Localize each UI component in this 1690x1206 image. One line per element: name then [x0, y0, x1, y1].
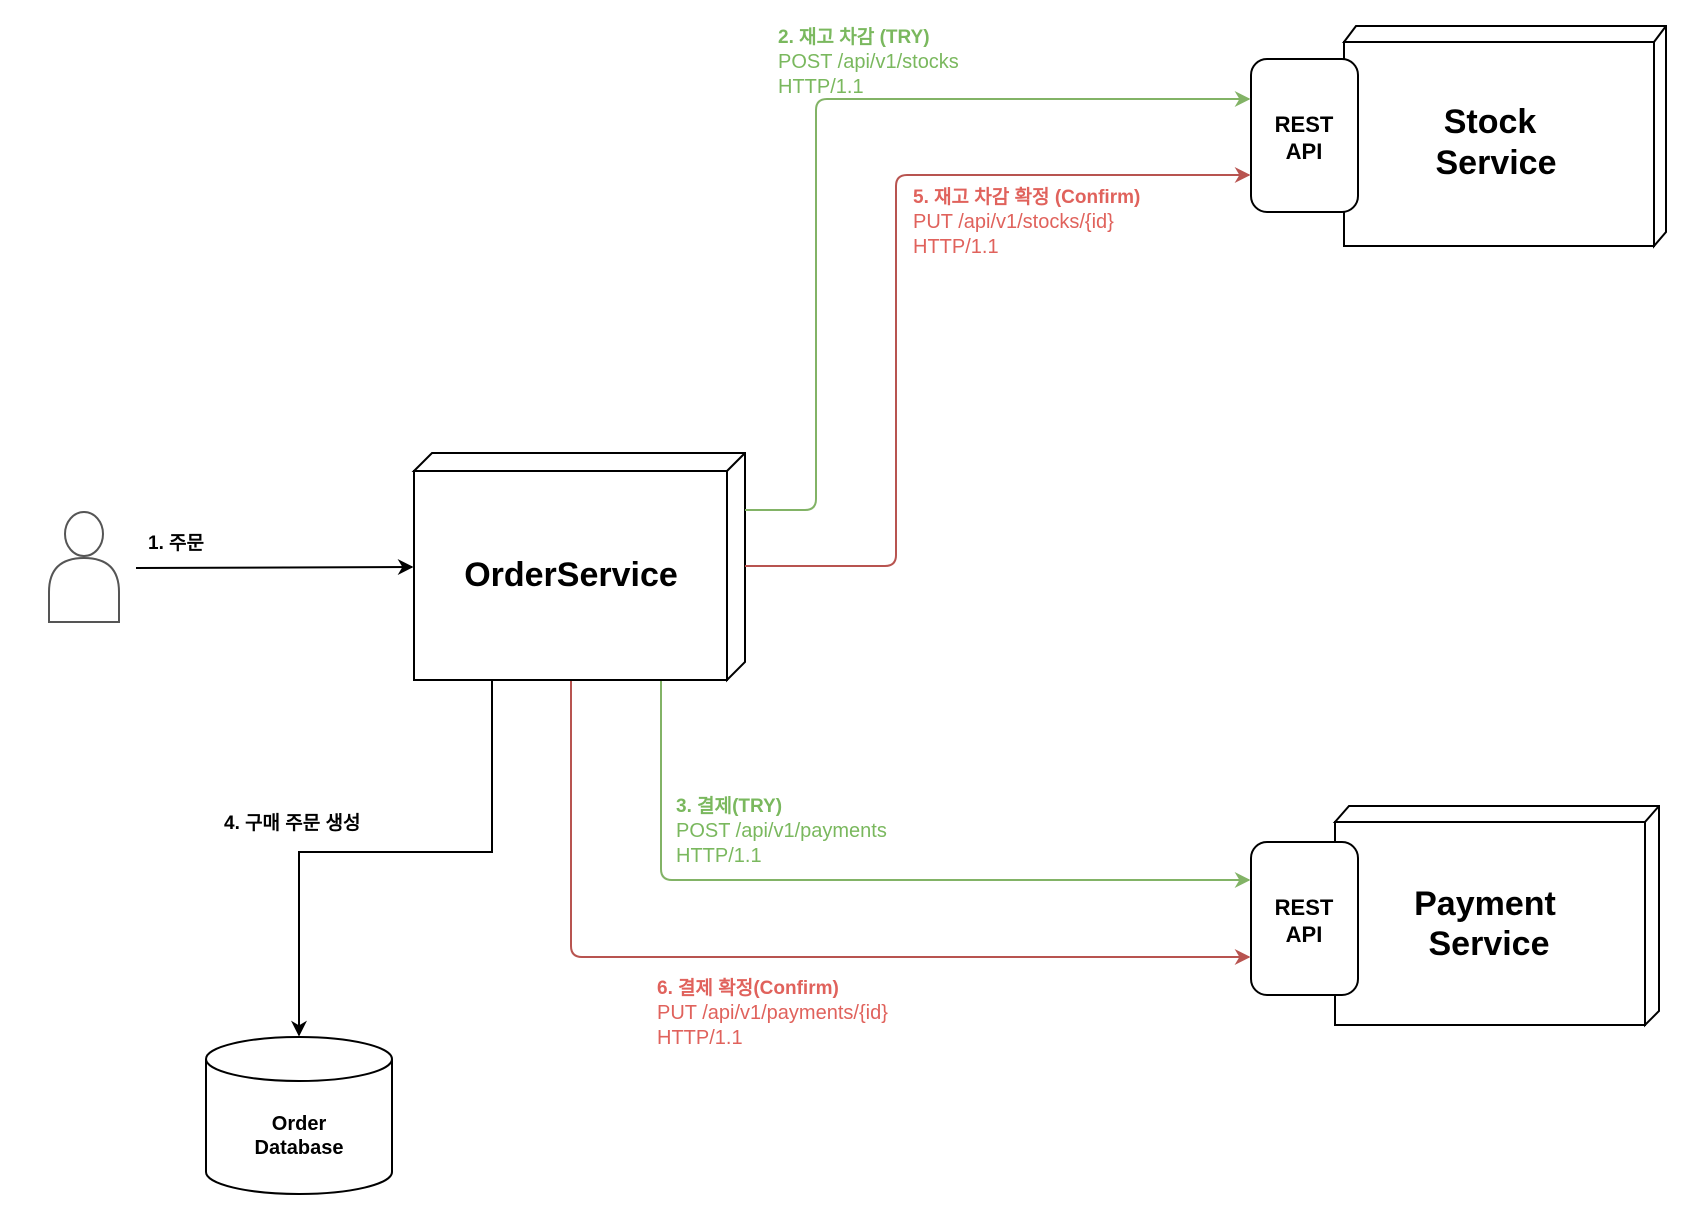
step5-protocol: HTTP/1.1 [913, 236, 999, 258]
step2-request: POST /api/v1/stocks [778, 51, 959, 73]
user-icon [48, 511, 120, 623]
step2-title: 2. 재고 차감 (TRY) [778, 26, 930, 48]
payment-service-title-line2: Service [1429, 925, 1550, 963]
step6-title: 6. 결제 확정(Confirm) [657, 976, 839, 999]
edge-stock-try [745, 91, 1251, 511]
payment-rest-api: REST API [1250, 841, 1359, 996]
payment-rest-api-line1: REST [1275, 895, 1334, 920]
payment-rest-api-line2: API [1286, 922, 1323, 947]
stock-rest-api-line2: API [1286, 139, 1323, 164]
payment-service-node: Payment Service [1332, 805, 1660, 1028]
step2-protocol: HTTP/1.1 [778, 76, 864, 98]
order-database-line1: Order [272, 1113, 327, 1135]
edge-stock-confirm [745, 167, 1251, 567]
stock-service-title-line1: Stock [1444, 103, 1537, 141]
step6-request: PUT /api/v1/payments/{id} [657, 1002, 888, 1024]
order-service-node: OrderService [411, 452, 746, 683]
stock-service-node: Stock Service [1342, 25, 1667, 249]
step5-title: 5. 재고 차감 확정 (Confirm) [913, 185, 1140, 208]
stock-service-title-line2: Service [1436, 144, 1557, 182]
step4-label: 4. 구매 주문 생성 [224, 812, 361, 834]
step3-protocol: HTTP/1.1 [676, 845, 762, 867]
step3-title: 3. 결제(TRY) [676, 795, 782, 817]
payment-service-title-line1: Payment [1414, 885, 1556, 923]
edge-order-request [135, 559, 414, 576]
step3-request: POST /api/v1/payments [676, 820, 887, 842]
step6-protocol: HTTP/1.1 [657, 1027, 743, 1049]
order-database: Order Database [205, 1036, 393, 1195]
stock-rest-api: REST API [1250, 58, 1359, 213]
stock-rest-api-line1: REST [1275, 112, 1334, 137]
edge-payment-try [660, 681, 1251, 888]
edge-create-order [291, 681, 493, 1037]
step5-request: PUT /api/v1/stocks/{id} [913, 211, 1114, 233]
order-database-line2: Database [255, 1137, 344, 1159]
edge-payment-confirm [570, 681, 1251, 965]
order-service-title: OrderService [464, 556, 678, 594]
step1-label: 1. 주문 [148, 533, 204, 554]
